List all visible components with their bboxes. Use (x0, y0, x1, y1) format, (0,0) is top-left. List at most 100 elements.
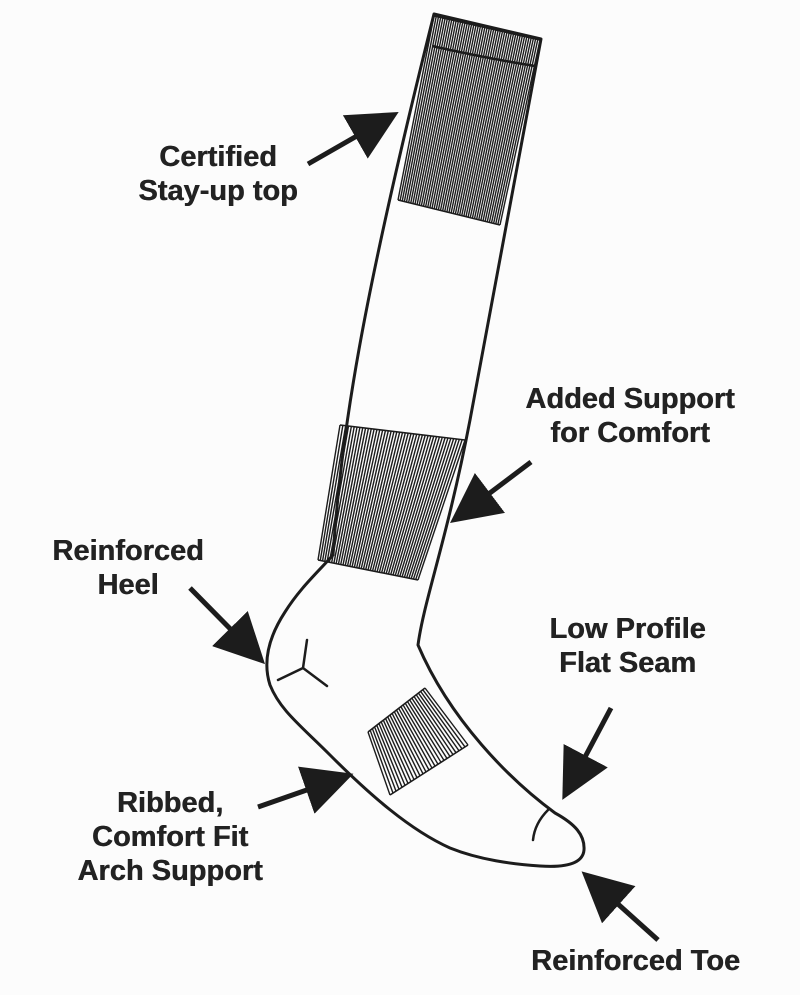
rib-line (424, 687, 469, 746)
rib-line (416, 20, 455, 205)
rib-line (450, 28, 490, 214)
label-line: Arch Support (77, 855, 263, 887)
arrow-arch-support (257, 766, 354, 814)
rib-line (422, 689, 466, 748)
stay-up-top-ribbing (397, 15, 541, 226)
rib-line (417, 692, 460, 752)
rib-line (418, 20, 457, 206)
rib-line (389, 714, 421, 777)
cuff-line (431, 44, 536, 68)
label-arch-support: Ribbed, Comfort Fit Arch Support (45, 786, 295, 888)
rib-line (422, 21, 462, 207)
label-line: Added Support (525, 383, 735, 415)
rib-line (410, 18, 448, 204)
rib-line (397, 15, 435, 201)
rib-boundary (317, 559, 419, 581)
label-line: Reinforced (52, 535, 204, 567)
rib-line (475, 34, 517, 220)
rib-line (410, 438, 458, 579)
rib-line (441, 26, 482, 212)
rib-line (448, 27, 488, 213)
rib-line (340, 428, 370, 565)
rib-line (344, 428, 375, 566)
label-stay-up-top: Certified Stay-up top (118, 140, 318, 208)
rib-line (446, 27, 486, 213)
rib-line (439, 25, 479, 211)
rib-line (412, 19, 451, 204)
rib-boundary (339, 424, 466, 441)
rib-line (355, 430, 389, 568)
rib-line (488, 37, 530, 223)
rib-line (486, 36, 528, 223)
rib-line (393, 711, 427, 773)
rib-line (321, 425, 347, 562)
rib-line (497, 39, 539, 225)
rib-line (394, 436, 438, 576)
rib-boundary (397, 199, 501, 226)
rib-line (414, 19, 453, 205)
arrow-reinforced-toe (581, 871, 660, 942)
rib-line (467, 32, 508, 218)
rib-line (367, 731, 391, 796)
rib-line (371, 728, 397, 792)
rib-line (437, 25, 477, 211)
rib-line (461, 30, 501, 216)
rib-line (465, 31, 506, 217)
rib-line (349, 429, 381, 567)
rib-line (384, 718, 415, 780)
arrow-reinforced-heel (188, 586, 266, 665)
rib-line (463, 31, 504, 217)
rib-line (362, 431, 398, 570)
label-line: for Comfort (550, 417, 710, 449)
label-line: Low Profile (549, 613, 706, 645)
rib-line (408, 438, 455, 579)
rib-line (398, 707, 433, 769)
rib-line (471, 33, 512, 219)
rib-line (433, 24, 473, 209)
rib-line (411, 697, 451, 757)
label-flat-seam: Low Profile Flat Seam (525, 612, 730, 680)
rib-line (413, 696, 454, 756)
rib-line (367, 432, 404, 571)
rib-line (456, 29, 497, 215)
rib-line (380, 721, 409, 784)
rib-line (495, 38, 537, 225)
rib-line (482, 35, 524, 221)
rib-line (415, 439, 463, 580)
rib-line (427, 22, 466, 208)
arch-support-ribbing (367, 687, 469, 796)
rib-boundary (367, 687, 426, 733)
rib-line (399, 437, 443, 577)
label-added-support: Added Support for Comfort (495, 382, 765, 450)
rib-line (473, 33, 515, 219)
label-line: Flat Seam (559, 647, 696, 679)
rib-line (380, 434, 421, 573)
rib-line (346, 429, 378, 567)
rib-line (337, 427, 367, 565)
arrow-flat-seam (562, 706, 614, 800)
label-line: Comfort Fit (91, 821, 249, 853)
rib-line (492, 38, 535, 224)
rib-line (390, 435, 432, 575)
rib-line (480, 35, 521, 221)
rib-line (407, 18, 446, 203)
rib-line (369, 432, 407, 571)
rib-line (469, 32, 510, 218)
rib-line (387, 435, 429, 575)
rib-line (484, 36, 526, 222)
rib-line (429, 23, 468, 208)
rib-line (353, 430, 387, 568)
label-reinforced-toe: Reinforced Toe (508, 944, 763, 978)
rib-line (342, 428, 372, 566)
rib-line (401, 437, 446, 578)
rib-line (383, 434, 424, 574)
rib-line (395, 709, 430, 771)
rib-line (404, 702, 442, 763)
rib-line (405, 438, 452, 578)
rib-line (317, 424, 341, 561)
rib-line (420, 21, 459, 206)
rib-line (385, 435, 426, 574)
rib-line (415, 694, 457, 754)
